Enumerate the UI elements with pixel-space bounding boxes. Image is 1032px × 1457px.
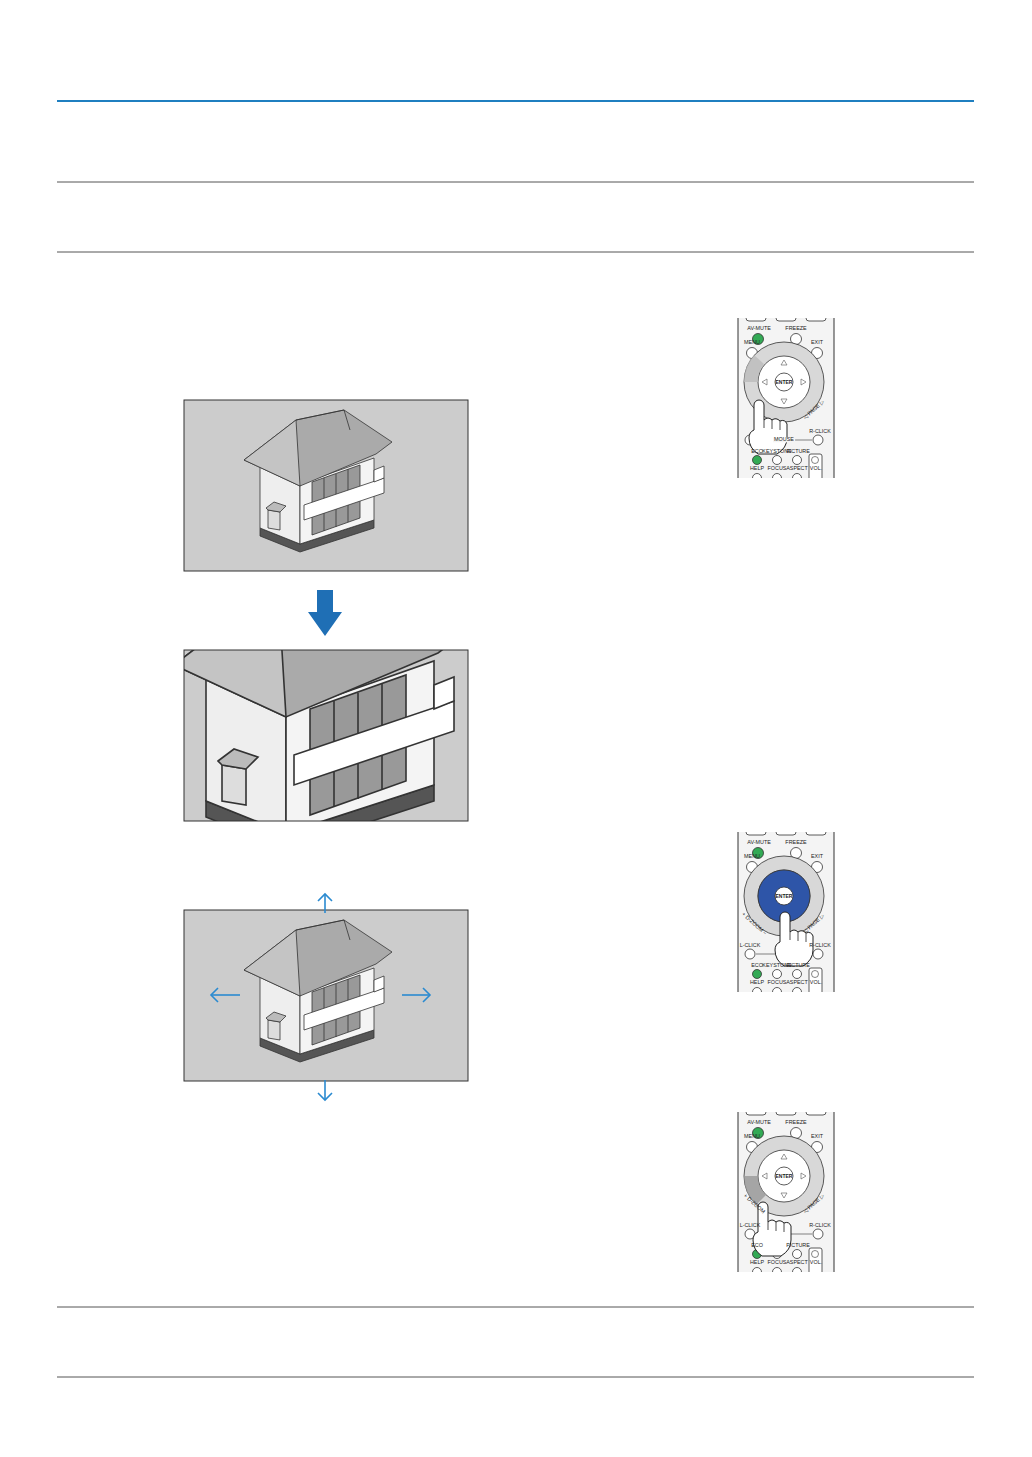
button-label: VOL. [810, 466, 822, 471]
button-label: MOUSE [773, 437, 795, 442]
button-label: MENU [744, 854, 760, 859]
button-label: HELP [750, 980, 764, 985]
button-label: ECO [751, 449, 763, 454]
button-label: MENU [744, 1134, 760, 1139]
remote-control [738, 306, 834, 486]
button-label: ENTER [776, 380, 793, 385]
button-label: ASPECT [786, 466, 808, 471]
button-label: AV-MUTE [747, 1120, 771, 1125]
remote-control [738, 820, 834, 1000]
button-label: ASPECT [786, 980, 808, 985]
button-label: L-CLICK [740, 943, 761, 948]
button-label: ECO [751, 963, 763, 968]
button-label: AV-MUTE [747, 840, 771, 845]
button-label: FOCUS [768, 466, 787, 471]
button-label: VOL. [810, 1260, 822, 1265]
down-arrow [308, 590, 342, 636]
button-label: PICTURE [786, 449, 810, 454]
button-label: FOCUS [768, 980, 787, 985]
button-label: ASPECT [786, 1260, 808, 1265]
button-label: MENU [744, 340, 760, 345]
button-label: R-CLICK [809, 943, 831, 948]
button-label: EXIT [811, 1134, 823, 1139]
button-label: ENTER [776, 1174, 793, 1179]
button-label: FOCUS [768, 1260, 787, 1265]
button-label: EXIT [811, 854, 823, 859]
button-label: HELP [750, 466, 764, 471]
house-picture [184, 910, 468, 1081]
pan-arrows [211, 894, 430, 1100]
button-label: PICTURE [786, 1243, 810, 1248]
zoomed-house-picture [54, 545, 622, 887]
button-label: FREEZE [785, 1120, 806, 1125]
button-label: R-CLICK [809, 1223, 831, 1228]
remote-control [738, 1100, 834, 1280]
button-label: EXIT [811, 340, 823, 345]
button-label: ENTER [776, 894, 793, 899]
button-label: AV-MUTE [747, 326, 771, 331]
button-label: L-CLICK [740, 1223, 761, 1228]
button-label: ECO [751, 1243, 763, 1248]
house-picture [184, 400, 468, 571]
button-label: HELP [750, 1260, 764, 1265]
button-label: FREEZE [785, 840, 806, 845]
button-label: PICTURE [786, 963, 810, 968]
button-label: VOL. [810, 980, 822, 985]
button-label: R-CLICK [809, 429, 831, 434]
button-label: FREEZE [785, 326, 806, 331]
